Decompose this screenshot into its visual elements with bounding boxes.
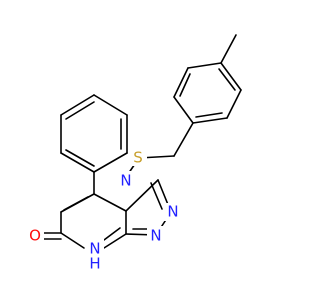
bond bbox=[103, 233, 127, 249]
bond-double-inner bbox=[150, 182, 163, 210]
bond-ring-to-ch2 bbox=[173, 122, 194, 157]
bond bbox=[226, 89, 242, 119]
atom-label-bg bbox=[117, 171, 135, 189]
bond-double-inner bbox=[218, 68, 236, 91]
bond bbox=[192, 117, 228, 124]
bond-double-inner bbox=[103, 227, 121, 241]
nitrogen-atom-label: N bbox=[120, 172, 131, 190]
molecule-canvas: S N N N N H O bbox=[26, 34, 242, 273]
bond-double-inner bbox=[179, 73, 191, 97]
pyrimidinone-ring bbox=[60, 193, 127, 249]
molecule-structure: S N N N N H O bbox=[26, 34, 242, 273]
bond bbox=[173, 96, 194, 124]
nitrogen-atom-label: N bbox=[150, 227, 161, 245]
atom-label-bg bbox=[147, 226, 165, 244]
phenyl-ring bbox=[60, 94, 128, 173]
nitrogen-atom-label: N bbox=[89, 240, 100, 258]
bond bbox=[93, 152, 128, 173]
atom-label-bg bbox=[129, 148, 147, 166]
bond-methyl bbox=[220, 34, 237, 64]
atom-label-bg bbox=[26, 227, 44, 245]
bond-double-inner bbox=[65, 149, 95, 167]
tolyl-ring bbox=[173, 62, 242, 124]
bond-double-inner bbox=[195, 112, 223, 118]
atom-labels: S N N N N H O bbox=[26, 148, 182, 273]
bond bbox=[60, 152, 95, 173]
bond bbox=[173, 67, 189, 98]
bond bbox=[60, 94, 95, 116]
bond bbox=[93, 94, 128, 116]
oxygen-atom-label: O bbox=[29, 227, 41, 245]
bond bbox=[220, 62, 242, 91]
sulfur-atom-label: S bbox=[133, 149, 143, 167]
atom-label-bg bbox=[86, 239, 104, 257]
bond bbox=[93, 193, 127, 212]
bond-double-inner bbox=[63, 196, 89, 211]
atom-label-bg bbox=[164, 203, 182, 221]
hydrogen-atom-label: H bbox=[89, 255, 100, 273]
bond-double-inner bbox=[65, 101, 95, 120]
bond bbox=[187, 62, 222, 69]
bond bbox=[60, 232, 85, 249]
nitrogen-atom-label: N bbox=[167, 203, 178, 221]
